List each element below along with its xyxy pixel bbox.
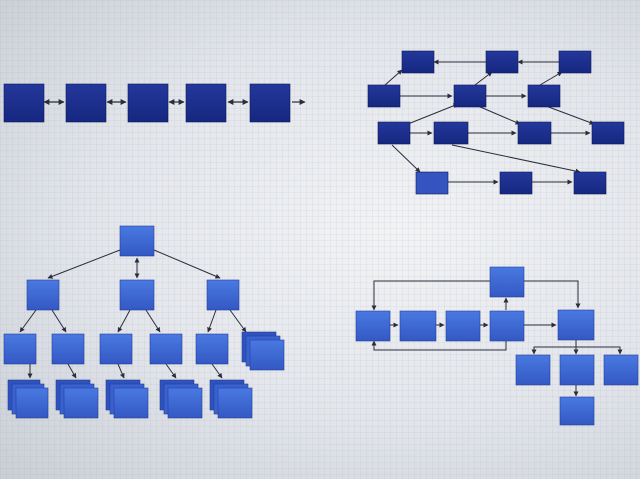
tree-node	[195, 333, 229, 365]
tree-stacks	[7, 331, 285, 419]
flow-node	[355, 310, 391, 342]
flow-nodes	[355, 266, 639, 426]
network-edge	[384, 69, 403, 86]
network-node	[485, 50, 519, 74]
tree-stack-node	[159, 379, 203, 419]
network-node	[453, 84, 487, 108]
tree-node	[26, 279, 60, 311]
tree-node	[119, 279, 155, 311]
network-node	[558, 50, 592, 74]
flow-node	[515, 354, 551, 386]
network-edge	[539, 71, 563, 86]
network-edge	[545, 105, 595, 125]
tree-edge	[19, 309, 37, 333]
network-node	[573, 171, 607, 195]
flow-node	[399, 310, 437, 342]
tree-node	[99, 333, 133, 365]
tree-edge	[207, 309, 217, 333]
network-edge	[474, 71, 493, 86]
tree-stack-node	[241, 331, 285, 371]
chain-node	[249, 83, 291, 123]
network-node	[377, 121, 411, 145]
tree-node	[206, 279, 240, 311]
tree-edge	[211, 363, 223, 379]
tree-stack-node	[7, 379, 49, 419]
tree-edge	[117, 363, 125, 379]
network-edge	[477, 105, 521, 125]
tree-node	[3, 333, 37, 365]
network-node	[591, 121, 625, 145]
tree-edge	[165, 363, 177, 379]
tree-stack-node	[105, 379, 149, 419]
tree-edge	[51, 309, 67, 333]
flow-edge	[371, 340, 507, 351]
tree-edge	[145, 309, 161, 333]
tree-diagram	[19, 249, 247, 379]
network-node	[415, 171, 449, 195]
tree-nodes	[3, 225, 240, 365]
flow-node	[489, 310, 525, 342]
tree-stack-node	[55, 379, 99, 419]
chain-nodes	[3, 83, 291, 123]
network-edge	[407, 103, 459, 125]
tree-edge	[67, 363, 77, 379]
network-edge	[451, 144, 581, 174]
flow-node	[559, 354, 595, 386]
tree-edge	[153, 249, 221, 279]
network-diagram	[384, 59, 595, 185]
tree-node	[149, 333, 183, 365]
flow-diagram	[371, 280, 623, 397]
chain-node	[65, 83, 107, 123]
tree-edge	[47, 249, 121, 279]
tree-node	[119, 225, 155, 257]
flow-node	[489, 266, 525, 298]
chain-node	[3, 83, 45, 123]
tree-edge	[117, 309, 131, 333]
flow-node	[559, 396, 595, 426]
flow-node	[445, 310, 481, 342]
chain-node	[185, 83, 227, 123]
chain-node	[127, 83, 169, 123]
network-edge	[391, 144, 421, 173]
flow-edge	[531, 340, 577, 355]
flow-node	[603, 354, 639, 386]
network-node	[433, 121, 469, 145]
network-node	[367, 84, 401, 108]
network-node	[517, 121, 552, 145]
network-node	[499, 171, 533, 195]
tree-stack-node	[209, 379, 253, 419]
flow-node	[557, 309, 595, 341]
network-node	[401, 50, 435, 74]
flow-edge	[524, 280, 581, 309]
network-node	[527, 84, 561, 108]
tree-edge	[229, 309, 247, 333]
flow-edge	[371, 280, 490, 311]
tree-node	[51, 333, 85, 365]
network-nodes	[367, 50, 625, 195]
flow-edge	[576, 346, 623, 355]
